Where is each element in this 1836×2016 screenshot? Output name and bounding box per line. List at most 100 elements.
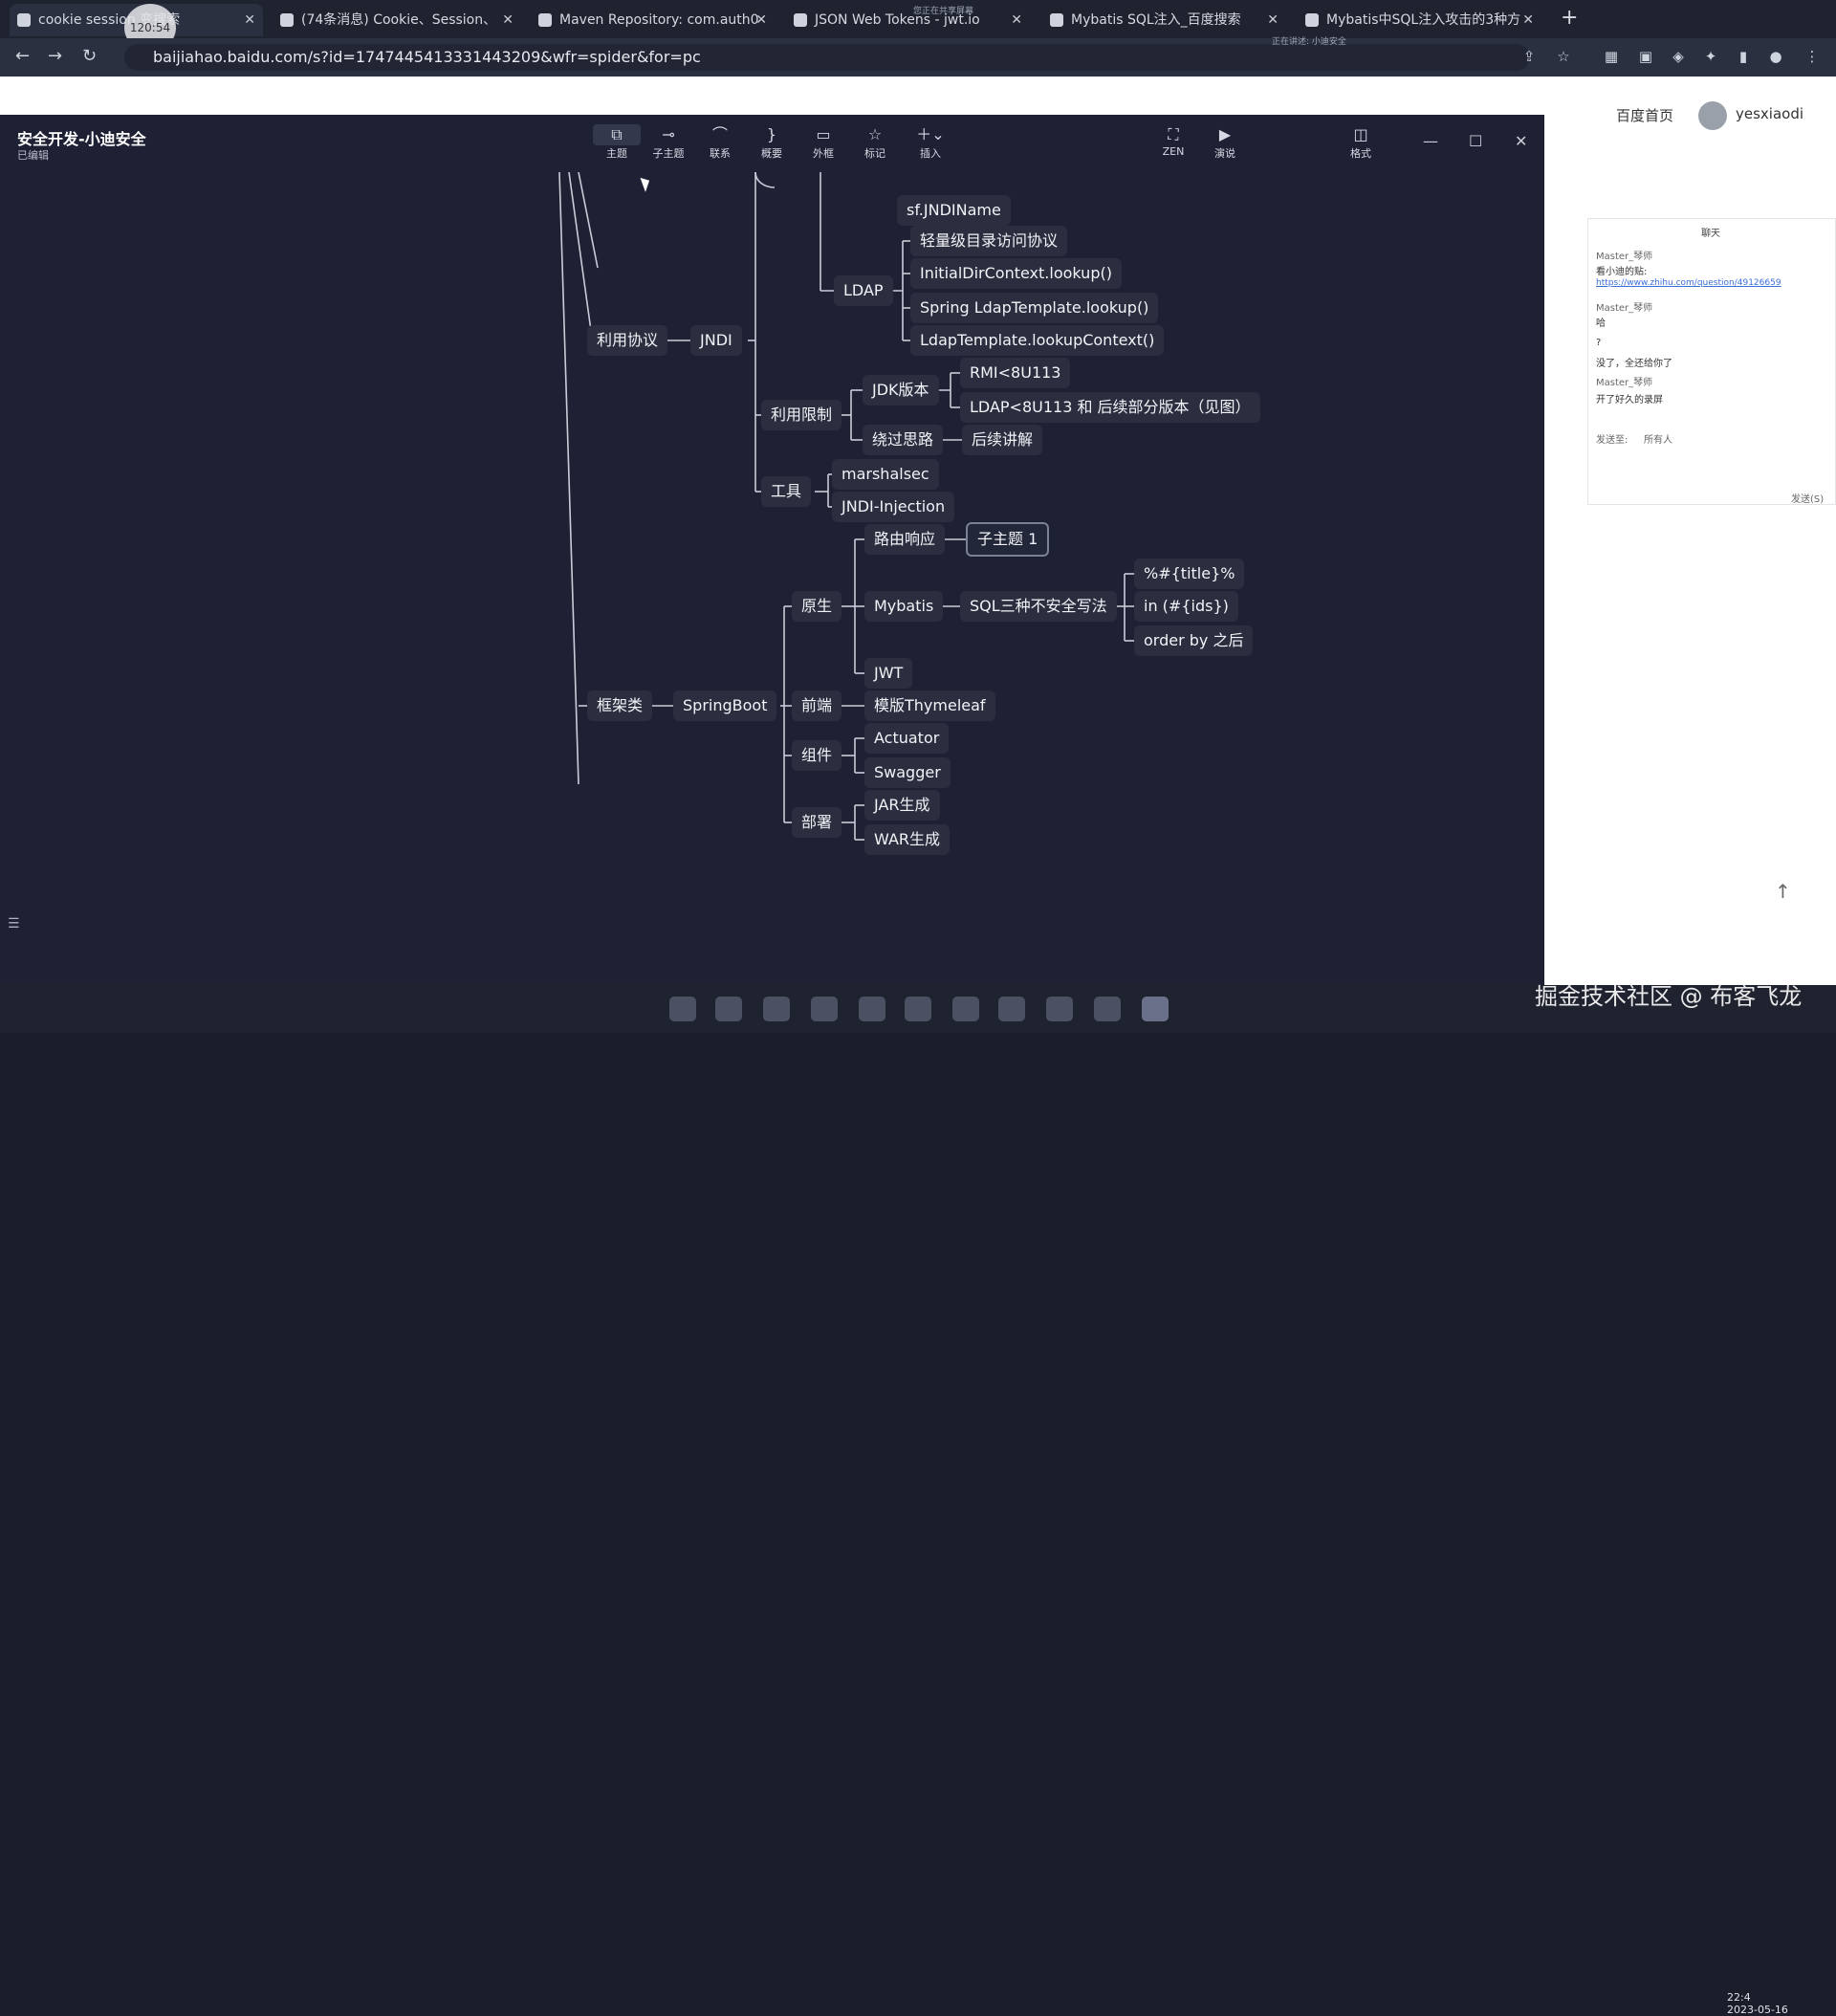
- zen-icon: ⛶: [1168, 125, 1179, 143]
- node-deploy[interactable]: 部署: [792, 807, 842, 838]
- tab-jwt[interactable]: JSON Web Tokens - jwt.io ✕: [786, 4, 1030, 36]
- extension-icon[interactable]: ◈: [1672, 48, 1684, 65]
- close-icon[interactable]: ✕: [244, 12, 255, 28]
- node-jndi[interactable]: JNDI: [690, 325, 742, 356]
- node-marshalsec[interactable]: marshalsec: [832, 459, 939, 490]
- node-route-response[interactable]: 路由响应: [864, 524, 946, 555]
- url-input[interactable]: baijiahao.baidu.com/s?id=174744541333144…: [124, 44, 1530, 71]
- file-explorer-icon[interactable]: [715, 997, 742, 1021]
- node-jar[interactable]: JAR生成: [864, 790, 940, 821]
- extensions-puzzle-icon[interactable]: ✦: [1704, 48, 1717, 65]
- app-icon[interactable]: [952, 997, 979, 1021]
- app-icon[interactable]: [1046, 997, 1073, 1021]
- maven-favicon-icon: [538, 13, 552, 27]
- node-tools[interactable]: 工具: [761, 476, 812, 507]
- tab-maven[interactable]: Maven Repository: com.auth0 ✕: [531, 4, 775, 36]
- outline-toggle-icon[interactable]: ☰: [8, 916, 20, 931]
- node-light-protocol[interactable]: 轻量级目录访问协议: [910, 226, 1068, 256]
- mindmap-canvas[interactable]: sf.JNDIName 轻量级目录访问协议 InitialDirContext.…: [0, 172, 1544, 985]
- toolbar-present-button[interactable]: ▶演说: [1201, 124, 1249, 161]
- node-later[interactable]: 后续讲解: [962, 425, 1043, 455]
- node-springboot[interactable]: SpringBoot: [673, 690, 777, 721]
- close-icon[interactable]: ✕: [1522, 12, 1534, 28]
- node-use-limit[interactable]: 利用限制: [761, 400, 842, 430]
- node-war[interactable]: WAR生成: [864, 824, 951, 855]
- close-icon[interactable]: ✕: [1011, 12, 1022, 28]
- relation-icon: ⌒: [711, 125, 728, 143]
- start-icon[interactable]: [669, 997, 696, 1021]
- tab-csdn[interactable]: (74条消息) Cookie、Session、 ✕: [273, 4, 521, 36]
- node-frontend[interactable]: 前端: [792, 690, 842, 721]
- node-components[interactable]: 组件: [792, 740, 842, 771]
- edge-icon[interactable]: [763, 997, 790, 1021]
- close-icon[interactable]: ✕: [755, 12, 767, 28]
- baidu-home-link[interactable]: 百度首页: [1616, 107, 1674, 124]
- node-rmi[interactable]: RMI<8U113: [960, 358, 1071, 388]
- csdn-favicon-icon: [280, 13, 294, 27]
- toolbar-relation-button[interactable]: ⌒联系: [696, 124, 744, 161]
- back-icon[interactable]: ←: [15, 46, 31, 66]
- node-unsafe-sql[interactable]: SQL三种不安全写法: [960, 591, 1117, 622]
- node-jndi-injection[interactable]: JNDI-Injection: [832, 492, 955, 522]
- node-subtopic-1[interactable]: 子主题 1: [966, 522, 1050, 557]
- send-to-select[interactable]: 所有人: [1644, 435, 1672, 446]
- app-icon[interactable]: [905, 997, 931, 1021]
- chat-message: ?: [1596, 338, 1602, 348]
- node-ldap[interactable]: LDAP: [834, 275, 893, 306]
- toolbar-summary-button[interactable]: }概要: [748, 124, 796, 161]
- chat-link[interactable]: https://www.zhihu.com/question/49126659: [1596, 278, 1781, 288]
- avatar[interactable]: [1698, 101, 1727, 130]
- node-title-expression[interactable]: %#{title}%: [1134, 559, 1245, 589]
- menu-icon[interactable]: ⋮: [1804, 48, 1820, 65]
- extension-icon[interactable]: ▦: [1604, 48, 1619, 65]
- back-to-top-icon[interactable]: ↑: [1775, 880, 1791, 903]
- node-swagger[interactable]: Swagger: [864, 757, 951, 788]
- app-icon[interactable]: [859, 997, 885, 1021]
- node-spring-ldaptemplate[interactable]: Spring LdapTemplate.lookup(): [910, 293, 1159, 323]
- bookmark-star-icon[interactable]: ☆: [1557, 48, 1570, 65]
- toolbar-topic-button[interactable]: ⧉主题: [593, 124, 641, 161]
- node-actuator[interactable]: Actuator: [864, 723, 950, 754]
- share-icon[interactable]: ⇪: [1522, 48, 1536, 65]
- send-button[interactable]: 发送(S): [1791, 494, 1825, 505]
- node-bypass[interactable]: 绕过思路: [863, 425, 944, 455]
- toolbar-insert-button[interactable]: ＋⌄插入: [907, 124, 954, 161]
- toolbar-zen-button[interactable]: ⛶ZEN: [1149, 124, 1197, 158]
- reload-icon[interactable]: ↻: [82, 46, 98, 66]
- tab-mybatis-search[interactable]: Mybatis SQL注入_百度搜索 ✕: [1042, 4, 1286, 36]
- close-icon[interactable]: ✕: [1515, 132, 1528, 150]
- node-initialdircontext[interactable]: InitialDirContext.lookup(): [910, 258, 1122, 289]
- close-icon[interactable]: ✕: [502, 12, 514, 28]
- node-jwt[interactable]: JWT: [864, 658, 913, 689]
- node-thymeleaf[interactable]: 模版Thymeleaf: [864, 690, 995, 721]
- node-ldaptemplate-context[interactable]: LdapTemplate.lookupContext(): [910, 325, 1165, 356]
- node-jndiname[interactable]: sf.JNDIName: [897, 195, 1011, 226]
- chrome-icon[interactable]: [811, 997, 838, 1021]
- xmind-icon[interactable]: [1142, 997, 1169, 1021]
- chat-message: 看小迪的贴:: [1596, 267, 1648, 277]
- node-order-by[interactable]: order by 之后: [1134, 625, 1254, 656]
- username-link[interactable]: yesxiaodi: [1736, 105, 1804, 122]
- toolbar-boundary-button[interactable]: ▭外框: [799, 124, 847, 161]
- node-mybatis[interactable]: Mybatis: [864, 591, 944, 622]
- app-icon[interactable]: [998, 997, 1025, 1021]
- node-native[interactable]: 原生: [792, 591, 842, 622]
- toolbar-marker-button[interactable]: ☆标记: [851, 124, 899, 161]
- toolbar-subtopic-button[interactable]: ⊸子主题: [645, 124, 692, 161]
- profile-icon[interactable]: ●: [1769, 48, 1782, 65]
- close-icon[interactable]: ✕: [1267, 12, 1279, 28]
- new-tab-button[interactable]: +: [1561, 6, 1579, 30]
- node-use-protocol[interactable]: 利用协议: [587, 325, 668, 356]
- minimize-icon[interactable]: —: [1423, 132, 1438, 150]
- toolbar-format-button[interactable]: ◫格式: [1337, 124, 1385, 161]
- extension-icon[interactable]: ▣: [1638, 48, 1653, 65]
- forward-icon[interactable]: →: [48, 46, 63, 66]
- tab-mybatis-article[interactable]: Mybatis中SQL注入攻击的3种方 ✕: [1298, 4, 1541, 36]
- sidebar-icon[interactable]: ▮: [1738, 48, 1748, 65]
- node-in-ids[interactable]: in (#{ids}): [1134, 591, 1238, 622]
- terminal-icon[interactable]: [1094, 997, 1121, 1021]
- node-frameworks[interactable]: 框架类: [587, 690, 653, 721]
- node-jdk-version[interactable]: JDK版本: [863, 375, 939, 405]
- node-ldap-version[interactable]: LDAP<8U113 和 后续部分版本（见图）: [960, 392, 1260, 423]
- maximize-icon[interactable]: ☐: [1469, 132, 1483, 150]
